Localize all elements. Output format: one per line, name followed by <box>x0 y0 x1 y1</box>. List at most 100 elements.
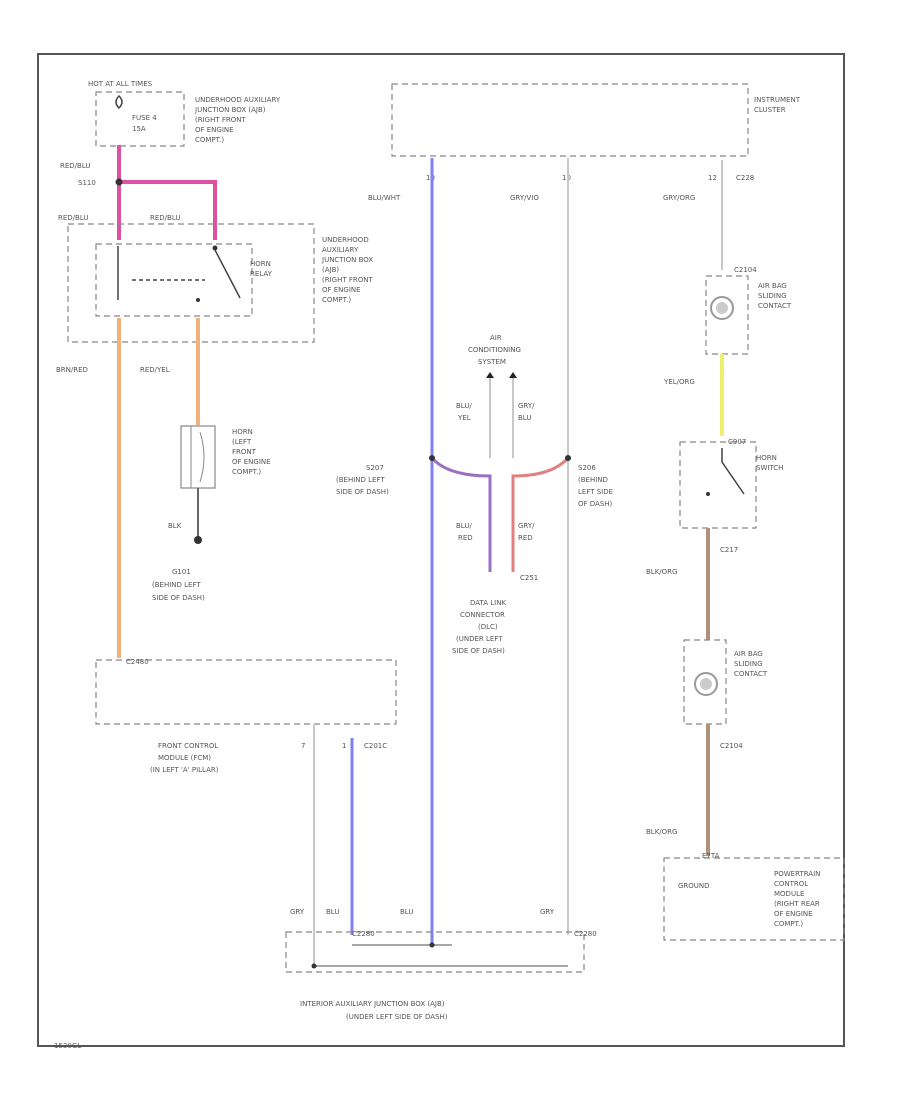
horn-icon <box>180 425 216 489</box>
gry-a-label: GRY <box>290 908 305 916</box>
pin-10-label: 10 <box>426 174 435 182</box>
footer-code: 1530GL <box>54 1042 81 1050</box>
pcm-label-3: MODULE <box>774 890 804 898</box>
blu-b-label: BLU <box>400 908 413 916</box>
gry-blu-label-2: BLU <box>518 414 531 422</box>
pcm-label-4: (RIGHT REAR <box>774 900 820 908</box>
ground-label: GROUND <box>678 882 710 890</box>
fcm-pin-7-label: 7 <box>301 742 305 750</box>
ac-system-label-3: SYSTEM <box>478 358 506 366</box>
air-bag-sliding-contact-2-box <box>683 639 727 725</box>
pcm-label-6: COMPT.) <box>774 920 803 928</box>
fcm-pin-label: C2480 <box>126 658 149 666</box>
c217-label: C217 <box>720 546 738 554</box>
c2104-label: C2104 <box>734 266 757 274</box>
horn-label-4: OF ENGINE <box>232 458 271 466</box>
gry-b-label: GRY <box>540 908 555 916</box>
air-bag-sliding-contact-2-icon <box>694 672 718 696</box>
pcm-label-2: CONTROL <box>774 880 808 888</box>
ac-system-label-1: AIR <box>490 334 502 342</box>
s207-label-1: S207 <box>366 464 384 472</box>
horn-label-5: COMPT.) <box>232 468 261 476</box>
air-bag-sliding-contact-1-box <box>705 275 749 355</box>
ijb-dot-2 <box>429 942 435 948</box>
hot-at-all-times-label: HOT AT ALL TIMES <box>88 80 153 88</box>
blu-red-wire <box>430 456 492 572</box>
yel-org-label: YEL/ORG <box>663 378 695 386</box>
red-blu-left-label: RED/BLU <box>58 214 89 222</box>
horn-label-1: HORN <box>232 428 253 436</box>
blu-red-label-2: RED <box>458 534 473 542</box>
s206-label-2: (BEHIND <box>578 476 608 484</box>
front-control-module-box <box>95 659 397 725</box>
ijb-label-2: (UNDER LEFT SIDE OF DASH) <box>346 1013 448 1021</box>
ujb-relay-label-3: JUNCTION BOX <box>321 256 373 264</box>
pcm-label-5: OF ENGINE <box>774 910 813 918</box>
ujb-top-label-4: OF ENGINE <box>195 126 234 134</box>
diagram-frame <box>37 53 845 1047</box>
ijb-label-1: INTERIOR AUXILIARY JUNCTION BOX (AJB) <box>300 1000 445 1008</box>
gry-org-label: GRY/ORG <box>663 194 695 202</box>
air-bag-1-label-3: CONTACT <box>758 302 792 310</box>
ujb-relay-label-1: UNDERHOOD <box>322 236 369 244</box>
blu-yel-label-1: BLU/ <box>456 402 472 410</box>
dlc-label-1: DATA LINK <box>470 599 506 607</box>
gry-red-label-1: GRY/ <box>518 522 535 530</box>
horn-relay-label-2: RELAY <box>250 270 273 278</box>
ujb-top-label-2: JUNCTION BOX (AJB) <box>194 106 266 114</box>
gry-vio-label: GRY/VIO <box>510 194 539 202</box>
pin-10b-label: 10 <box>562 174 571 182</box>
fcm-label-3: (IN LEFT 'A' PILLAR) <box>150 766 219 774</box>
fuse-amp-label: 15A <box>132 125 146 133</box>
red-blu-right-label: RED/BLU <box>150 214 181 222</box>
red-yel-label: RED/YEL <box>140 366 170 374</box>
ac-system-label-2: CONDITIONING <box>468 346 521 354</box>
horn-switch-contact <box>706 492 710 496</box>
fuse-4-label: FUSE 4 <box>132 114 157 122</box>
brn-red-label: BRN/RED <box>56 366 88 374</box>
pcm-label-1: POWERTRAIN <box>774 870 820 878</box>
horn-label-2: (LEFT <box>232 438 252 446</box>
blu-a-label: BLU <box>326 908 339 916</box>
c2104b-label: C2104 <box>720 742 743 750</box>
relay-contact-dot <box>196 298 200 302</box>
air-bag-sliding-contact-2-core <box>700 678 712 690</box>
horn-icon-detail <box>190 426 205 488</box>
s207-label-3: SIDE OF DASH) <box>336 488 389 496</box>
dlc-label-2: CONNECTOR <box>460 611 505 619</box>
pcm-pin-label: E7TA <box>702 852 720 860</box>
instrument-cluster-label-1: INSTRUMENT <box>754 96 801 104</box>
ijb-conn-r-label: C2280 <box>574 930 597 938</box>
ujb-relay-label-7: COMPT.) <box>322 296 351 304</box>
s206-label-4: OF DASH) <box>578 500 613 508</box>
s206-label-3: LEFT SIDE <box>578 488 613 496</box>
ijb-conn-label: C2280 <box>352 930 375 938</box>
instrument-cluster-label-2: CLUSTER <box>754 106 786 114</box>
dlc-pins-label: C251 <box>520 574 538 582</box>
fcm-label-2: MODULE (FCM) <box>158 754 211 762</box>
s110-label: S110 <box>78 179 96 187</box>
ujb-top-label-1: UNDERHOOD AUXILIARY <box>195 96 281 104</box>
ujb-relay-label-6: OF ENGINE <box>322 286 361 294</box>
dlc-label-5: SIDE OF DASH) <box>452 647 505 655</box>
fcm-pin-1-label: 1 <box>342 742 346 750</box>
ac-connector-icon <box>486 372 517 378</box>
gry-blu-label-1: GRY/ <box>518 402 535 410</box>
c201c-label: C201C <box>364 742 387 750</box>
ground-g101-dot <box>194 536 202 544</box>
air-bag-1-label-1: AIR BAG <box>758 282 787 290</box>
air-bag-sliding-contact-1-core <box>716 302 728 314</box>
fuse-icon <box>115 94 123 110</box>
pink-wire-branch <box>119 180 217 240</box>
red-blu-label: RED/BLU <box>60 162 91 170</box>
instrument-cluster-box <box>391 83 749 157</box>
blu-yel-label-2: YEL <box>457 414 471 422</box>
underhood-ajb-relay-box <box>67 223 315 343</box>
air-bag-2-label-1: AIR BAG <box>734 650 763 658</box>
ujb-relay-label-5: (RIGHT FRONT <box>322 276 373 284</box>
air-bag-sliding-contact-1-icon <box>710 296 734 320</box>
relay-switch-arm <box>214 249 241 299</box>
ujb-relay-label-4: (AJB) <box>322 266 339 274</box>
horn-switch-arm <box>721 448 745 495</box>
